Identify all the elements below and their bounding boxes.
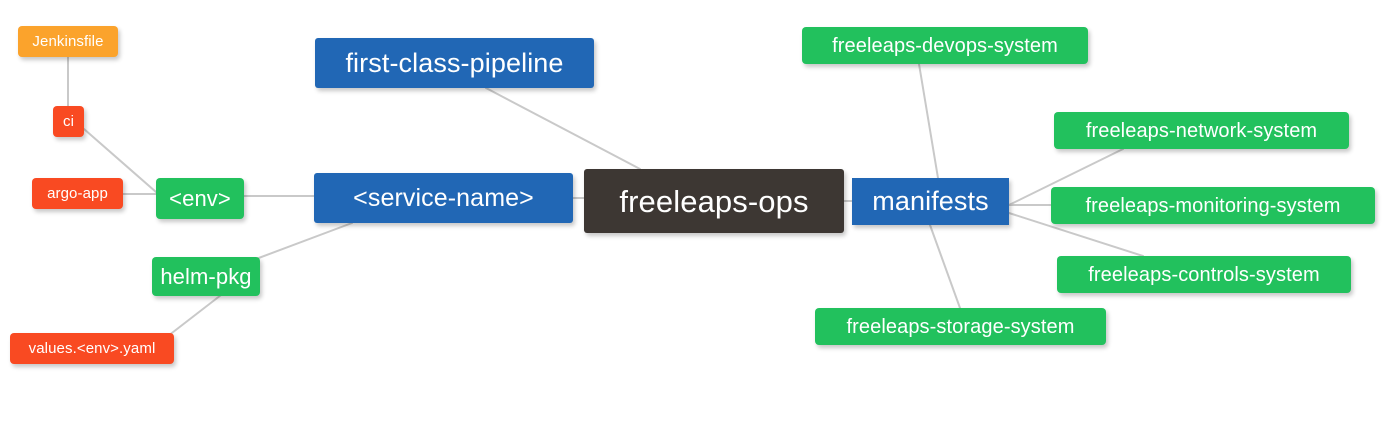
edge-helm-pkg-to-service-name [247,222,353,263]
node-jenkinsfile[interactable]: Jenkinsfile [18,26,118,57]
node-helm-pkg[interactable]: helm-pkg [152,257,260,296]
node-freeleaps-network-system[interactable]: freeleaps-network-system [1054,112,1349,149]
node-env[interactable]: <env> [156,178,244,219]
node-ci[interactable]: ci [53,106,84,137]
node-first-class-pipeline[interactable]: first-class-pipeline [315,38,594,88]
node-freeleaps-monitoring-system[interactable]: freeleaps-monitoring-system [1051,187,1375,224]
node-service-name[interactable]: <service-name> [314,173,573,223]
node-freeleaps-storage-system[interactable]: freeleaps-storage-system [815,308,1106,345]
edge-manifests-to-freeleaps-storage-system [929,224,961,309]
node-manifests[interactable]: manifests [852,178,1009,225]
edge-manifests-to-freeleaps-devops-system [918,63,939,179]
node-values-env-yaml[interactable]: values.<env>.yaml [10,333,174,364]
node-freeleaps-devops-system[interactable]: freeleaps-devops-system [802,27,1088,64]
edge-first-class-pipeline-to-freeleaps-ops [485,87,641,170]
node-freeleaps-ops[interactable]: freeleaps-ops [584,169,844,233]
node-argo-app[interactable]: argo-app [32,178,123,209]
node-freeleaps-controls-system[interactable]: freeleaps-controls-system [1057,256,1351,293]
